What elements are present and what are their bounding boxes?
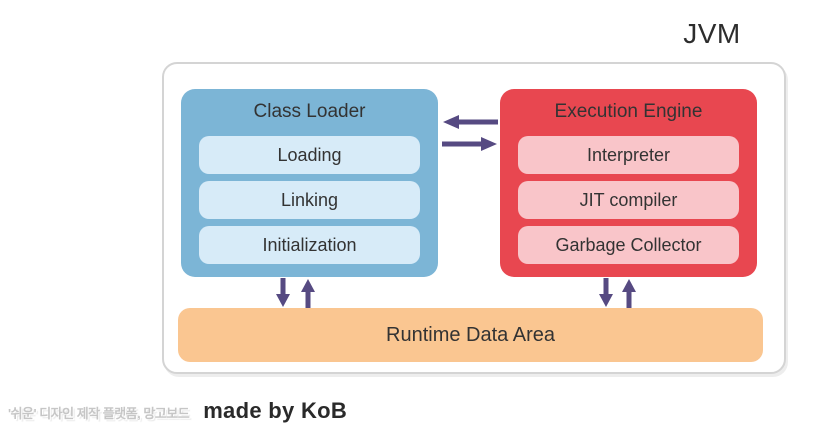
arrow-left-icon [443, 115, 498, 129]
execution-engine-box: Execution Engine Interpreter JIT compile… [500, 89, 757, 277]
execution-engine-title: Execution Engine [554, 101, 703, 122]
execution-engine-item-garbage-collector: Garbage Collector [518, 226, 739, 264]
class-loader-runtime-arrows-icon [276, 278, 315, 308]
watermark-credit-text: made by KoB [203, 398, 348, 423]
arrow-right-icon [442, 137, 497, 151]
arrow-down-icon [599, 278, 613, 307]
arrow-up-icon [622, 279, 636, 308]
watermark-korean-text: '쉬운' 디자인 제작 플랫폼, 망고보드 [8, 406, 190, 421]
class-loader-item-initialization: Initialization [199, 226, 420, 264]
runtime-data-area-title: Runtime Data Area [386, 323, 555, 346]
class-loader-box: Class Loader Loading Linking Initializat… [181, 89, 438, 277]
class-loader-item-linking: Linking [199, 181, 420, 219]
bidirectional-arrows-icon [442, 115, 498, 151]
execution-engine-item-interpreter: Interpreter [518, 136, 739, 174]
class-loader-title: Class Loader [253, 101, 366, 122]
watermark: '쉬운' 디자인 제작 플랫폼, 망고보드 made by KoB [8, 398, 347, 424]
execution-engine-item-jit-compiler: JIT compiler [518, 181, 739, 219]
runtime-data-area-box: Runtime Data Area [178, 308, 763, 362]
diagram-title: JVM [683, 18, 741, 49]
arrow-down-icon [276, 278, 290, 307]
execution-engine-runtime-arrows-icon [599, 278, 636, 308]
class-loader-item-loading: Loading [199, 136, 420, 174]
arrow-up-icon [301, 279, 315, 308]
